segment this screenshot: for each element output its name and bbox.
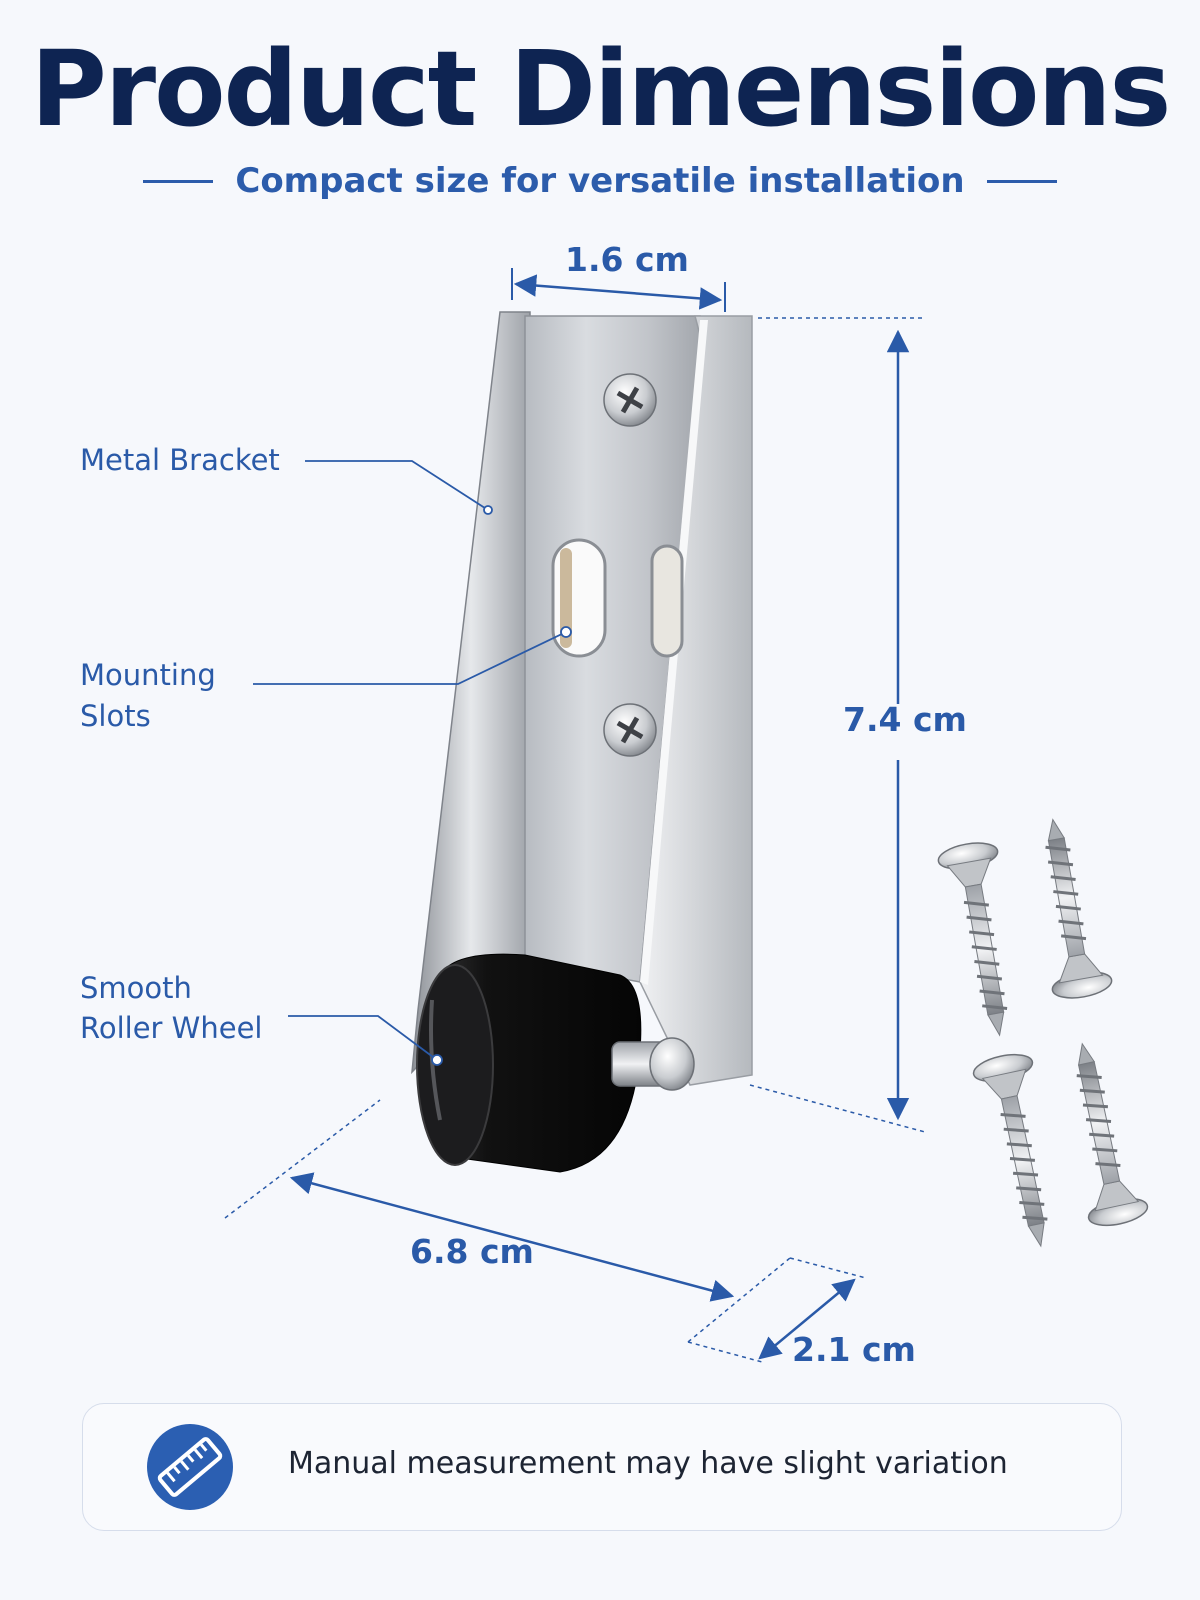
label-roller-wheel-line1: Smooth <box>80 971 192 1005</box>
leader-bracket <box>305 460 489 511</box>
subtitle-rule-right <box>986 179 1057 183</box>
dimension-height: 7.4 cm <box>843 700 967 739</box>
width-arrow <box>513 274 723 310</box>
dimension-length: 6.8 cm <box>410 1232 534 1271</box>
label-mounting-slots-line1: Mounting <box>80 658 216 692</box>
screw-1 <box>937 842 1008 1037</box>
length-arrow <box>289 1172 735 1302</box>
subtitle: Compact size for versatile installation <box>235 161 965 201</box>
dimension-width: 1.6 cm <box>565 240 689 279</box>
page-title: Product Dimensions <box>30 28 1172 150</box>
dimension-depth: 2.1 cm <box>792 1330 916 1369</box>
screw-3 <box>972 1053 1048 1248</box>
mounting-slots <box>551 538 684 658</box>
depth-arrow <box>758 1278 856 1360</box>
screw-4 <box>1076 1042 1149 1227</box>
note-text: Manual measurement may have slight varia… <box>288 1446 1008 1481</box>
label-mounting-slots-line2: Slots <box>80 699 151 733</box>
bracket-screw-bottom <box>603 703 657 757</box>
leader-slots <box>253 631 567 685</box>
screw-set <box>937 818 1149 1248</box>
screw-2 <box>1045 818 1113 999</box>
leader-wheel <box>288 1015 438 1061</box>
roller-wheel <box>416 953 695 1173</box>
dimension-lines <box>224 268 926 1363</box>
bracket-screw-top <box>603 373 657 427</box>
subtitle-row: Compact size for versatile installation <box>0 158 1200 204</box>
callout-leaders <box>253 460 572 1066</box>
label-metal-bracket: Metal Bracket <box>80 443 280 477</box>
subtitle-rule-left <box>143 179 214 183</box>
measurement-note: Manual measurement may have slight varia… <box>82 1403 1122 1531</box>
ruler-icon <box>147 1424 233 1510</box>
label-roller-wheel-line2: Roller Wheel <box>80 1011 263 1045</box>
metal-bracket <box>411 311 753 1086</box>
